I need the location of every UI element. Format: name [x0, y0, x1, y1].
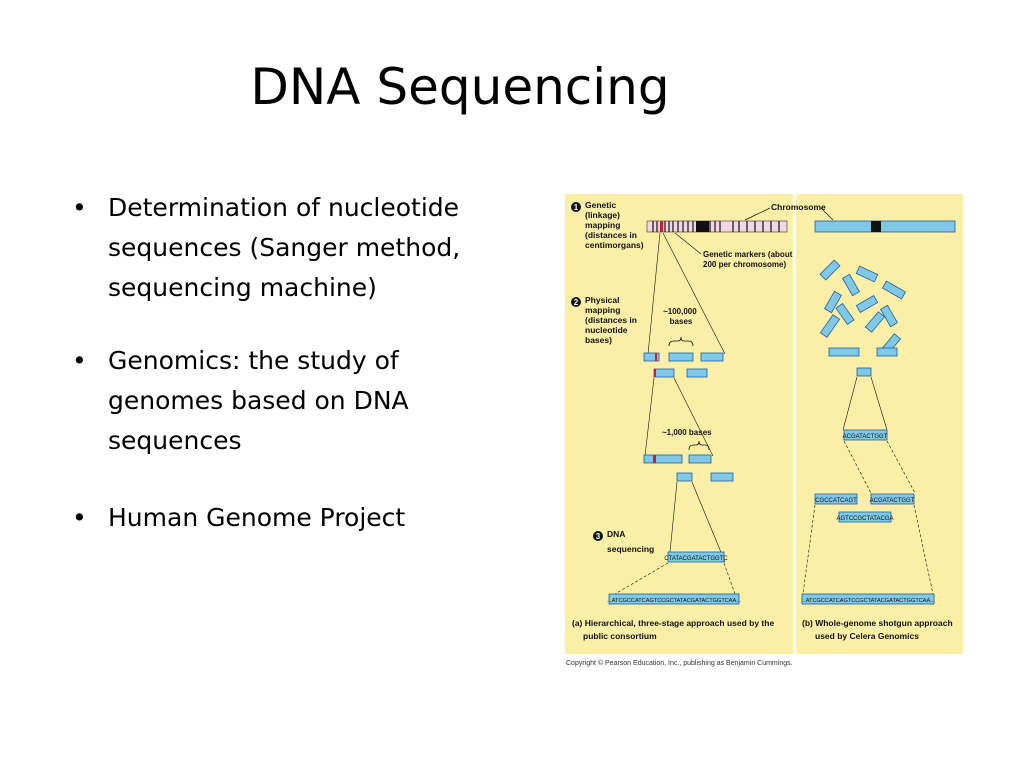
marker-red — [655, 353, 657, 361]
overlap-box-2 — [870, 493, 915, 505]
step-3-badge — [593, 531, 603, 541]
chromosome-bar-a — [646, 220, 788, 233]
bullet-text: Genomics: the study of genomes based on … — [108, 346, 409, 455]
bullet-dot-icon: • — [72, 503, 87, 532]
bullet-item: • Determination of nucleotide sequences (… — [70, 188, 510, 308]
bullet-list: • Determination of nucleotide sequences (… — [70, 188, 510, 538]
marker-red — [653, 455, 656, 463]
step-3-number: 3 — [596, 532, 601, 541]
panel-a-background — [565, 194, 793, 654]
centromere — [696, 221, 709, 232]
step-2-number: 2 — [574, 298, 579, 307]
bases-1000-label: ~1,000 bases — [662, 428, 712, 437]
overlap-3: AGTCCGCTATACGA — [837, 516, 894, 522]
subclone-fragments — [643, 454, 734, 482]
shotgun-fragment: ACGATACTGGT — [843, 434, 888, 440]
panel-b-background — [796, 194, 963, 654]
brace-100000 — [668, 336, 694, 347]
shotgun-fragment-box — [843, 429, 888, 441]
step-3-label: DNA sequencing — [607, 529, 654, 554]
markers-label: Genetic markers (about 200 per chromosom… — [703, 250, 795, 269]
bullet-item: • Human Genome Project — [70, 498, 510, 538]
step-2-label: Physical mapping (distances in nucleotid… — [585, 295, 639, 345]
shotgun-fragments — [819, 259, 907, 377]
genetic-markers — [652, 221, 780, 232]
bullet-text: Human Genome Project — [108, 503, 406, 532]
chromosome-bar-b — [814, 220, 956, 233]
overlap-box-1 — [814, 493, 858, 505]
overlap-2: ACGATACTGGT — [870, 498, 915, 504]
marker-red — [660, 221, 663, 232]
step-1-label: Genetic (linkage) mapping (distances in … — [585, 200, 644, 250]
brace-1000 — [688, 440, 710, 451]
sequence-long-b: ...ATCGCCATCAGTCCGCTATACGATACTGGTCAA... — [801, 598, 935, 604]
sequence-long-box — [608, 593, 740, 605]
slide-title: DNA Sequencing — [250, 58, 670, 116]
marker-red — [654, 369, 656, 377]
bullet-dot-icon: • — [72, 193, 87, 222]
step-2-badge — [571, 297, 581, 307]
overlap-1: CGCCATCAGT — [815, 498, 857, 504]
sequence-long: ...ATCGCCATCAGTCCGCTATACGATACTGGTCAA... — [607, 598, 741, 604]
sequence-fragment: CTATACGATACTGGTC — [664, 556, 728, 562]
step-1-number: 1 — [574, 203, 579, 212]
bullet-item: • Genomics: the study of genomes based on… — [70, 341, 510, 461]
chromosome-label: Chromosome — [771, 202, 826, 212]
caption-b: (b) Whole-genome shotgun approach used b… — [802, 618, 955, 641]
sequence-fragment-box — [667, 551, 725, 563]
overlap-box-3 — [838, 511, 892, 523]
sequence-long-box-b — [801, 593, 935, 605]
bullet-text: Determination of nucleotide sequences (S… — [108, 193, 461, 302]
sequencing-figure: 1 Genetic (linkage) mapping (distances i… — [565, 194, 963, 654]
centromere — [871, 221, 881, 232]
sequencing-diagram: 1 Genetic (linkage) mapping (distances i… — [565, 194, 963, 654]
caption-a: (a) Hierarchical, three-stage approach u… — [572, 618, 777, 641]
step-1-badge — [571, 202, 581, 212]
bullet-dot-icon: • — [72, 346, 87, 375]
copyright-note: Copyright © Pearson Education, Inc., pub… — [566, 660, 793, 667]
bases-100000-label: ~100,000 bases — [663, 307, 699, 326]
